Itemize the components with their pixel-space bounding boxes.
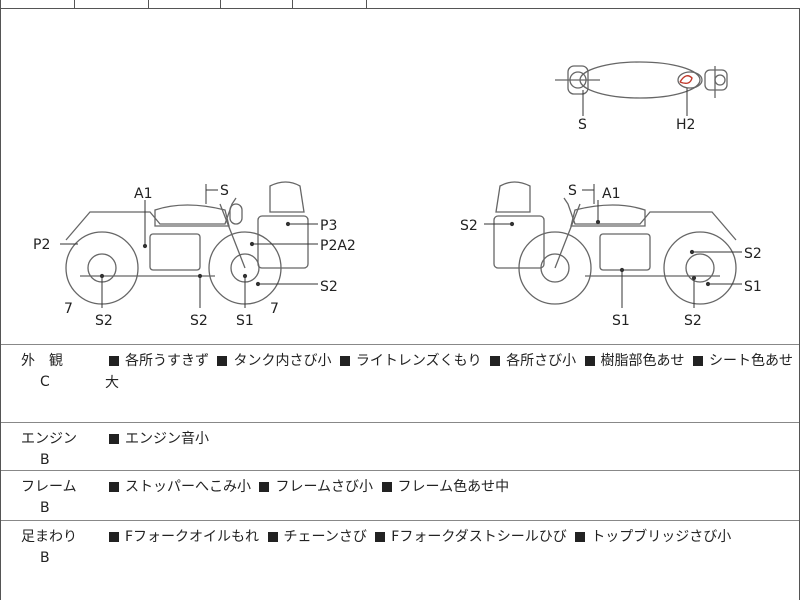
- left-label-s2-front: S2: [320, 279, 338, 295]
- condition-item: 樹脂部色あせ: [600, 353, 685, 369]
- left-label-p3: P3: [320, 218, 337, 234]
- section-items: 各所うすきず タンク内さび小 ライトレンズくもり 各所さび小 樹脂部色あせ シー…: [105, 350, 793, 394]
- damage-diagram: S H2 A1 S P2 P3 P2A2 7 S2 S2 S1 7: [33, 61, 762, 329]
- condition-item: トップブリッジさび小: [591, 529, 732, 545]
- section-title: エンジン: [21, 431, 77, 447]
- header-cell: [0, 0, 75, 8]
- section-title-block: エンジン B: [7, 428, 87, 468]
- right-label-s2-bottom: S2: [684, 313, 702, 329]
- top-view-marks: S H2: [578, 75, 695, 133]
- bullet-icon: [375, 532, 386, 542]
- left-label-7-front: 7: [270, 301, 279, 317]
- bullet-icon: [267, 532, 278, 542]
- left-label-p2a2: P2A2: [320, 238, 356, 254]
- section-grade: B: [40, 550, 50, 566]
- bullet-icon: [217, 356, 228, 366]
- section-engine: エンジン B エンジン音小: [1, 422, 799, 470]
- left-label-s2-under: S2: [190, 313, 208, 329]
- right-view-labels: S A1 S2 S2 S1 S1 S2: [460, 183, 762, 329]
- right-label-s2-case: S2: [460, 218, 478, 234]
- right-label-s: S: [568, 183, 577, 199]
- section-grade: B: [40, 452, 50, 468]
- header-cell: [74, 0, 149, 8]
- condition-item: チェーンさび: [283, 529, 367, 545]
- condition-item: ストッパーへこみ小: [125, 479, 251, 495]
- h2-damage-mark: [679, 75, 693, 85]
- bullet-icon: [584, 356, 595, 366]
- left-view-labels: A1 S P2 P3 P2A2 7 S2 S2 S1 7 S2: [33, 183, 356, 329]
- left-label-s2-rear: S2: [95, 313, 113, 329]
- header-cell: [366, 0, 800, 8]
- bullet-icon: [575, 532, 586, 542]
- left-label-s1: S1: [236, 313, 254, 329]
- bullet-icon: [109, 532, 119, 542]
- right-view-bike: [493, 181, 737, 305]
- bullet-icon: [693, 356, 703, 366]
- section-suspension: 足まわり B Fフォークオイルもれ チェーンさび Fフォークダストシールひび ト…: [1, 520, 799, 600]
- bullet-icon: [339, 356, 350, 366]
- bullet-icon: [490, 356, 501, 366]
- section-title-block: フレーム B: [7, 476, 87, 516]
- left-label-p2: P2: [33, 237, 50, 253]
- condition-item: 各所うすきず: [125, 353, 209, 369]
- condition-item: フレームさび小: [275, 479, 374, 495]
- condition-item: Fフォークダストシールひび: [391, 529, 567, 545]
- header-cell: [220, 0, 293, 8]
- condition-item: ライトレンズくもり: [355, 353, 482, 369]
- header-cell: [292, 0, 367, 8]
- section-items: ストッパーへこみ小 フレームさび小 フレーム色あせ中: [105, 476, 793, 498]
- bullet-icon: [381, 482, 392, 492]
- section-frame: フレーム B ストッパーへこみ小 フレームさび小 フレーム色あせ中: [1, 470, 799, 520]
- right-label-s2-rear-wheel: S2: [744, 246, 762, 262]
- top-view-bike: [555, 61, 728, 99]
- section-grade: C: [40, 374, 50, 390]
- section-items: Fフォークオイルもれ チェーンさび Fフォークダストシールひび トップブリッジさ…: [105, 526, 793, 548]
- section-title: 外 観: [21, 353, 63, 369]
- section-title: 足まわり: [21, 529, 77, 545]
- top-label-h2: H2: [676, 117, 695, 133]
- section-items: エンジン音小: [105, 428, 793, 450]
- header-cell: [148, 0, 221, 8]
- left-label-s: S: [220, 183, 229, 199]
- bullet-icon: [109, 482, 119, 492]
- condition-item: タンク内さび小: [233, 353, 332, 369]
- condition-item: エンジン音小: [125, 431, 209, 447]
- condition-item: 各所さび小: [506, 353, 577, 369]
- bullet-icon: [109, 434, 119, 444]
- right-label-s1-rear-wheel: S1: [744, 279, 762, 295]
- section-exterior: 外 観 C 各所うすきず タンク内さび小 ライトレンズくもり 各所さび小 樹脂部…: [1, 344, 799, 422]
- condition-item: シート色あせ大: [105, 353, 793, 391]
- left-view-leaders: [60, 189, 318, 308]
- left-label-7-rear: 7: [64, 301, 73, 317]
- section-title-block: 足まわり B: [7, 526, 87, 566]
- left-label-a1: A1: [134, 186, 152, 202]
- header-row-remnant: [0, 0, 800, 9]
- condition-item: フレーム色あせ中: [397, 479, 510, 495]
- condition-item: Fフォークオイルもれ: [125, 529, 260, 545]
- right-label-a1: A1: [602, 186, 620, 202]
- section-title-block: 外 観 C: [7, 350, 87, 390]
- section-title: フレーム: [21, 479, 77, 495]
- section-grade: B: [40, 500, 50, 516]
- right-view-leaders: [484, 189, 742, 308]
- bullet-icon: [259, 482, 270, 492]
- right-label-s1-bottom: S1: [612, 313, 630, 329]
- bullet-icon: [109, 356, 119, 366]
- top-label-s: S: [578, 117, 587, 133]
